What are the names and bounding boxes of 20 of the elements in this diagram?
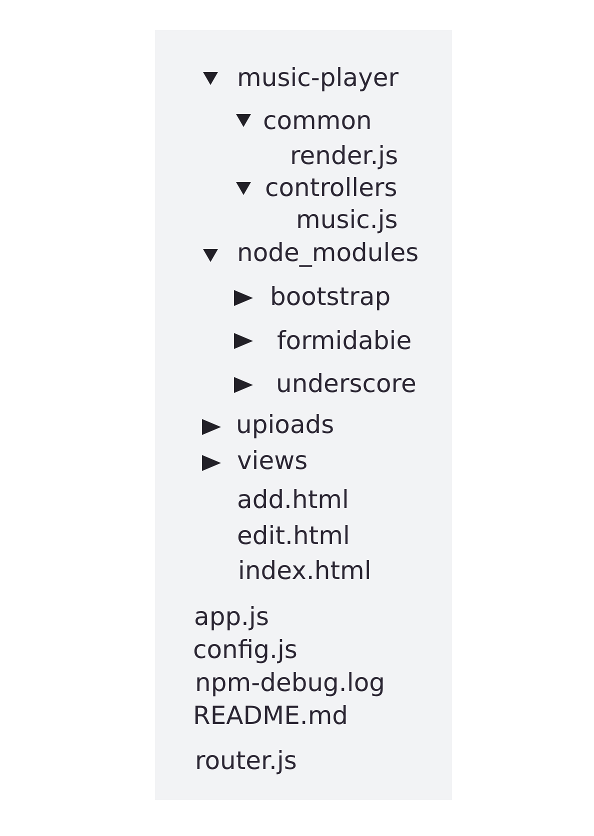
folder-name: node_modules [237, 238, 419, 268]
file-name: music.js [296, 205, 398, 235]
file-name: README.md [193, 701, 348, 731]
folder-name: music-player [237, 63, 399, 93]
folder-name: views [237, 446, 308, 476]
file-name: npm-debug.log [195, 668, 385, 698]
file-name: router.js [195, 746, 297, 776]
folder-name: upioads [236, 410, 334, 440]
file-name: render.js [290, 141, 398, 171]
folder-name: common [263, 106, 372, 136]
file-tree-panel [155, 30, 452, 800]
folder-name: bootstrap [270, 282, 391, 312]
file-name: app.js [194, 602, 269, 632]
file-name: config.js [193, 635, 298, 665]
file-name: edit.html [237, 521, 350, 551]
folder-name: underscore [276, 369, 416, 399]
file-name: add.html [237, 485, 349, 515]
folder-name: controllers [265, 173, 398, 203]
folder-name: formidabie [277, 326, 412, 356]
file-name: index.html [238, 556, 372, 586]
